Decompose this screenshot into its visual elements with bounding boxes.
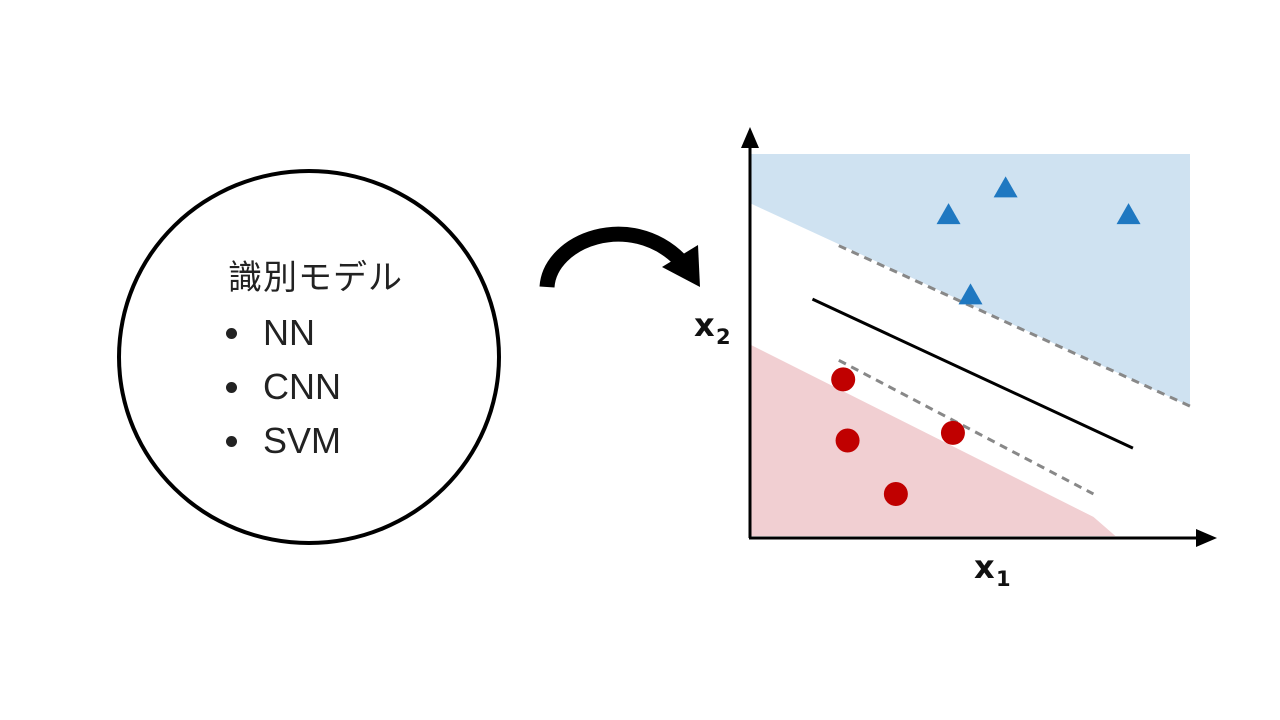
x-axis-arrowhead-icon xyxy=(1196,529,1217,547)
y-axis-arrowhead-icon xyxy=(741,127,759,148)
class-a-point xyxy=(958,283,983,305)
class-b-point xyxy=(835,428,860,453)
bullet-icon xyxy=(226,382,237,393)
class-b-point xyxy=(940,420,965,445)
class-a-points xyxy=(936,176,1141,305)
x-axis-label: x xyxy=(974,548,995,586)
class-a-point xyxy=(936,203,961,225)
bullet-icon xyxy=(226,328,237,339)
lower-margin-line xyxy=(838,358,1095,496)
class-a-region xyxy=(751,154,1190,407)
x-axis-label-subscript: 1 xyxy=(996,567,1011,591)
class-b-points xyxy=(831,367,965,506)
model-item-label: CNN xyxy=(263,366,341,407)
class-a-point xyxy=(993,176,1018,198)
model-list: NN CNN SVM xyxy=(226,306,341,468)
model-item-cnn: CNN xyxy=(226,360,341,414)
class-b-region xyxy=(751,345,1116,536)
model-title: 識別モデル xyxy=(228,258,403,298)
bullet-icon xyxy=(226,436,237,447)
model-item-label: SVM xyxy=(263,420,342,461)
model-item-svm: SVM xyxy=(226,414,341,468)
decision-boundary-line xyxy=(811,297,1134,450)
model-item-label: NN xyxy=(263,312,315,353)
y-axis-label-subscript: 2 xyxy=(716,325,731,349)
curved-arrow-icon xyxy=(539,226,700,289)
model-item-nn: NN xyxy=(226,306,341,360)
class-b-point xyxy=(883,481,908,506)
class-b-point xyxy=(831,367,856,392)
class-a-point xyxy=(1116,203,1141,225)
model-circle xyxy=(117,169,501,545)
y-axis-label: x xyxy=(694,306,715,344)
